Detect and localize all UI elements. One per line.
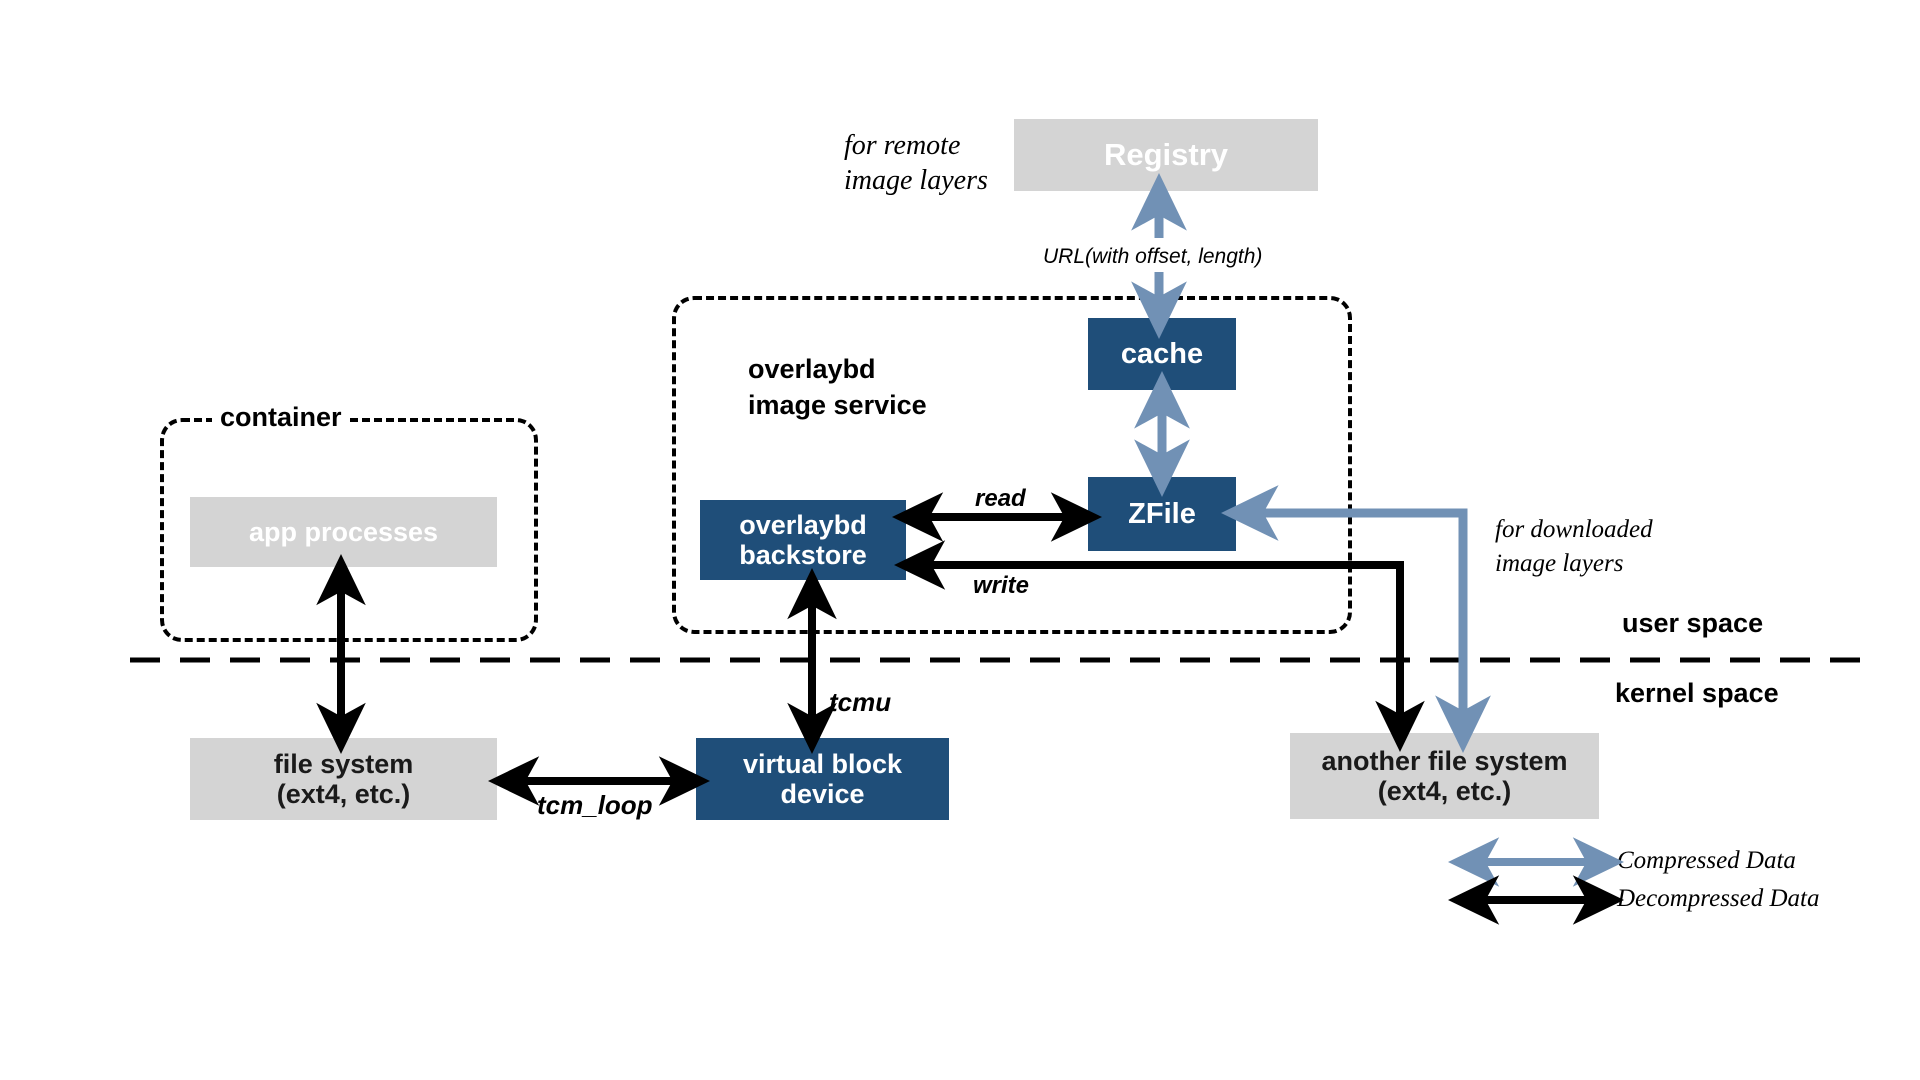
another-file-system-box[interactable]: another file system (ext4, etc.) (1290, 733, 1599, 819)
legend-decompressed-label: Decompressed Data (1617, 885, 1820, 912)
write-label: write (973, 572, 1030, 599)
virtual-block-device-label-line2: device (780, 779, 865, 809)
read-label: read (975, 485, 1026, 512)
cache-box[interactable]: cache (1088, 318, 1236, 390)
user-space-label: user space (1622, 608, 1764, 638)
virtual-block-device-box[interactable]: virtual block device (696, 738, 949, 820)
container-region-label: container (212, 402, 350, 433)
virtual-block-device-label-line1: virtual block (742, 748, 903, 779)
for-downloaded-image-layers-line1: for downloaded (1495, 516, 1653, 543)
url-offset-length-label: URL(with offset, length) (1043, 245, 1263, 268)
legend-compressed-label: Compressed Data (1617, 847, 1796, 874)
for-downloaded-image-layers-line2: image layers (1495, 550, 1624, 577)
overlaybd-backstore-label-line2: backstore (739, 540, 867, 570)
kernel-space-label: kernel space (1615, 678, 1779, 708)
for-remote-image-layers-line1: for remote (844, 130, 961, 161)
registry-box[interactable]: Registry (1014, 119, 1318, 191)
another-file-system-label-line2: (ext4, etc.) (1377, 776, 1512, 806)
tcmu-label: tcmu (829, 687, 892, 717)
file-system-label-line1: file system (273, 748, 414, 779)
app-processes-label: app processes (248, 516, 439, 547)
app-processes-box[interactable]: app processes (190, 497, 497, 567)
another-file-system-label-line1: another file system (1321, 745, 1568, 776)
overlaybd-backstore-label-line1: overlaybd (739, 509, 867, 540)
overlaybd-service-label-line2: image service (748, 390, 927, 420)
file-system-box[interactable]: file system (ext4, etc.) (190, 738, 497, 820)
zfile-box[interactable]: ZFile (1088, 477, 1236, 551)
overlaybd-backstore-box[interactable]: overlaybd backstore (700, 500, 906, 580)
registry-label: Registry (1103, 136, 1229, 172)
zfile-label: ZFile (1128, 497, 1196, 530)
for-remote-image-layers-line2: image layers (844, 165, 988, 196)
cache-label: cache (1120, 337, 1204, 370)
file-system-label-line2: (ext4, etc.) (276, 779, 411, 809)
overlaybd-service-label-line1: overlaybd (748, 354, 876, 384)
tcm-loop-label: tcm_loop (537, 790, 653, 820)
